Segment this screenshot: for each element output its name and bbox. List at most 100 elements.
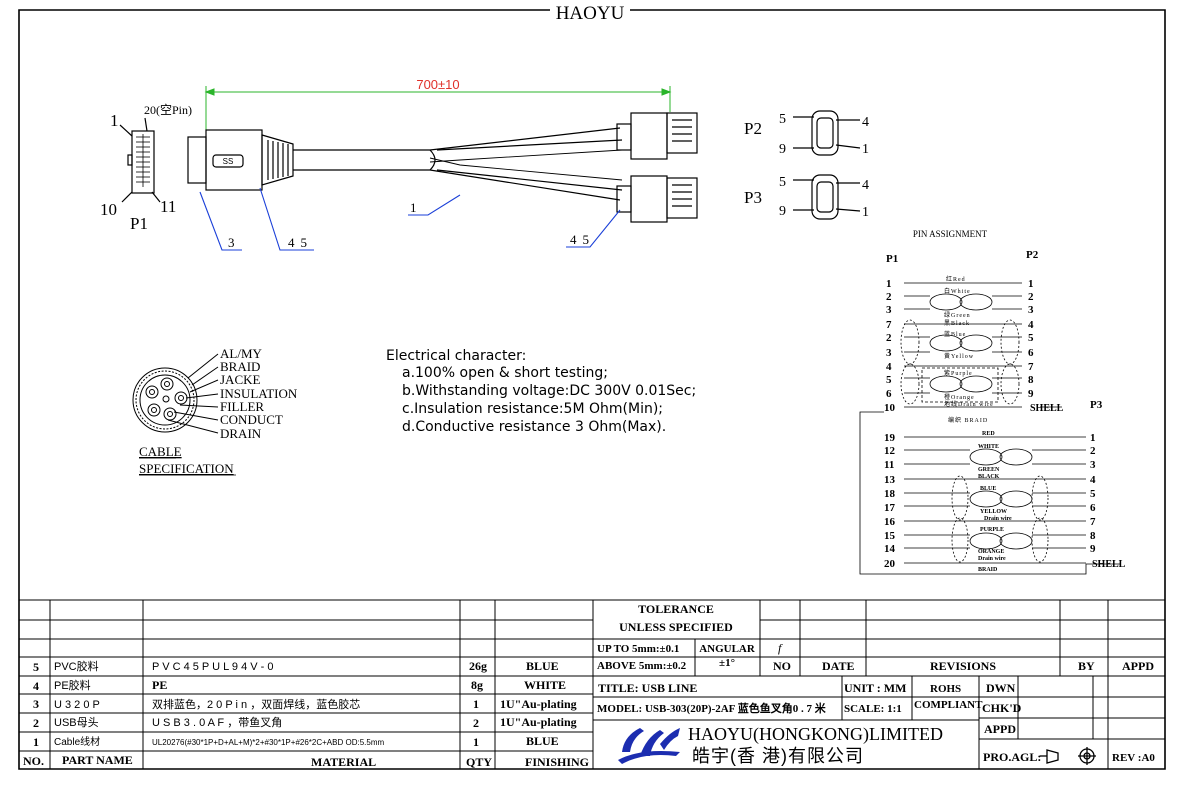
p1-connector xyxy=(119,117,161,203)
svg-text:黑Black: 黑Black xyxy=(944,320,970,327)
p2-pin9: 9 xyxy=(779,142,786,157)
svg-text:1U"Au-plating: 1U"Au-plating xyxy=(500,697,577,711)
title-block-text: TOLERANCE UNLESS SPECIFIED UP TO 5mm:±0.… xyxy=(597,602,1155,766)
electrical-title: Electrical character: xyxy=(386,348,526,364)
svg-text:Drain wire: Drain wire xyxy=(978,556,1006,562)
svg-text:UNIT : MM: UNIT : MM xyxy=(844,681,906,695)
pin-p1-header: P1 xyxy=(886,253,898,265)
svg-text:1: 1 xyxy=(1090,432,1096,444)
cable-spec-title-1: CABLE xyxy=(139,444,182,459)
cable-layer-braid: BRAID xyxy=(220,359,260,374)
callout-3: 3 xyxy=(228,235,235,250)
cable-layer-insulation: INSULATION xyxy=(220,386,298,401)
svg-text:ABOVE 5mm:±0.2: ABOVE 5mm:±0.2 xyxy=(597,660,687,672)
length-label: 700±10 xyxy=(416,77,459,92)
pin-assignment-title: PIN ASSIGNMENT xyxy=(913,229,988,239)
svg-text:CHK'D: CHK'D xyxy=(982,701,1022,715)
svg-text:PE: PE xyxy=(152,678,167,692)
company-logo xyxy=(618,728,680,764)
svg-text:U S B 3 . 0 A F ，带鱼叉角: U S B 3 . 0 A F ，带鱼叉角 xyxy=(152,715,282,729)
pin-upper-right-numbers: 1 2 3 4 5 6 7 8 9 xyxy=(1028,278,1034,400)
length-dimension xyxy=(204,86,672,132)
svg-text:1: 1 xyxy=(886,278,892,290)
usb-af-connector-p2 xyxy=(616,112,698,160)
electrical-item-b: b.Withstanding voltage:DC 300V 0.01Sec; xyxy=(402,383,696,399)
svg-text:YELLOW: YELLOW xyxy=(980,509,1007,515)
callout-1: 1 xyxy=(410,200,417,215)
svg-text:4: 4 xyxy=(33,679,39,693)
pin-lower-wire-labels: RED WHITE GREEN BLACK BLUE YELLOW Drain … xyxy=(978,431,1012,573)
svg-text:Cable线材: Cable线材 xyxy=(54,735,100,748)
svg-text:地线Drain wire: 地线Drain wire xyxy=(944,400,994,408)
svg-text:MATERIAL: MATERIAL xyxy=(311,755,376,769)
bom-table-grid xyxy=(19,599,594,769)
pin-lower-right-numbers: 1 2 3 4 5 6 7 8 9 xyxy=(1090,432,1096,555)
electrical-item-a: a.100% open & short testing; xyxy=(402,365,608,381)
p3-pin1: 1 xyxy=(862,205,869,220)
p1-pin10-label: 10 xyxy=(100,200,117,219)
svg-text:7: 7 xyxy=(886,319,892,331)
svg-text:BRAID: BRAID xyxy=(978,567,998,573)
svg-text:6: 6 xyxy=(1090,502,1096,514)
p2-pin4: 4 xyxy=(862,115,869,130)
svg-text:2: 2 xyxy=(1028,291,1034,303)
svg-text:BLUE: BLUE xyxy=(526,734,559,748)
title-block-grid xyxy=(593,599,1165,769)
svg-text:WHITE: WHITE xyxy=(524,678,566,692)
svg-text:Drain wire: Drain wire xyxy=(984,516,1012,522)
sheet-border xyxy=(18,9,1166,770)
svg-text:DWN: DWN xyxy=(986,681,1016,695)
svg-text:MODEL: USB-303(20P)-2AF 蓝色鱼叉角0: MODEL: USB-303(20P)-2AF 蓝色鱼叉角0 . 7 米 xyxy=(597,701,827,715)
svg-text:11: 11 xyxy=(884,459,894,471)
svg-text:7: 7 xyxy=(1028,361,1034,373)
svg-text:2: 2 xyxy=(33,716,39,730)
pin-upper-wire-labels: 红Red 白White 绿Green 黑Black 蓝Blue 黄Yellow … xyxy=(944,275,994,408)
bom-header: NO. PART NAME MATERIAL QTY FINISHING xyxy=(23,753,589,769)
svg-text:18: 18 xyxy=(884,488,896,500)
svg-text:绿Green: 绿Green xyxy=(944,311,971,319)
svg-text:蓝Blue: 蓝Blue xyxy=(944,330,966,338)
svg-text:PART NAME: PART NAME xyxy=(62,753,133,767)
cable-layer-jacke: JACKE xyxy=(220,372,261,387)
svg-text:BY: BY xyxy=(1078,659,1095,673)
svg-text:UNLESS SPECIFIED: UNLESS SPECIFIED xyxy=(619,620,733,634)
svg-text:1: 1 xyxy=(473,735,479,749)
cable-layer-conduct: CONDUCT xyxy=(220,412,283,427)
svg-text:5: 5 xyxy=(1028,332,1034,344)
svg-text:REVISIONS: REVISIONS xyxy=(930,659,996,673)
svg-text:4: 4 xyxy=(1028,319,1034,331)
svg-text:WHITE: WHITE xyxy=(978,444,999,450)
pin-p3-header: P3 xyxy=(1090,399,1103,411)
svg-text:QTY: QTY xyxy=(466,755,492,769)
svg-text:皓宇(香 港)有限公司: 皓宇(香 港)有限公司 xyxy=(692,746,864,766)
callout-45-left: 45 xyxy=(288,235,313,250)
svg-text:5: 5 xyxy=(33,660,39,674)
p3-pin9: 9 xyxy=(779,204,786,219)
svg-text:HAOYU(HONGKONG)LIMITED: HAOYU(HONGKONG)LIMITED xyxy=(688,724,943,745)
callout-45-right: 45 xyxy=(570,232,595,247)
p1-pin1-label: 1 xyxy=(110,111,119,130)
header-title: HAOYU xyxy=(556,3,625,24)
svg-text:UP TO 5mm:±0.1: UP TO 5mm:±0.1 xyxy=(597,643,679,655)
projection-angle-icon xyxy=(1040,747,1096,765)
svg-text:P V C 4 5 P U L 9 4 V - 0: P V C 4 5 P U L 9 4 V - 0 xyxy=(152,661,273,673)
pin-lower-left-numbers: 19 12 11 13 18 17 16 15 14 20 xyxy=(884,432,896,570)
svg-text:ROHS: ROHS xyxy=(930,683,961,695)
svg-text:f: f xyxy=(778,641,783,655)
bom-rows: 5 PVC胶料 P V C 4 5 P U L 9 4 V - 0 26g BL… xyxy=(33,659,577,749)
svg-text:20: 20 xyxy=(884,558,896,570)
svg-text:PE胶料: PE胶料 xyxy=(54,678,91,692)
p2-pin5: 5 xyxy=(779,112,786,127)
svg-text:FINISHING: FINISHING xyxy=(525,755,589,769)
svg-text:26g: 26g xyxy=(469,659,487,673)
svg-text:6: 6 xyxy=(886,388,892,400)
svg-text:3: 3 xyxy=(1028,304,1034,316)
p1-housing xyxy=(187,129,294,191)
p3-end-view xyxy=(793,174,861,220)
svg-text:RED: RED xyxy=(982,431,995,437)
pin-p2-header: P2 xyxy=(1026,249,1039,261)
svg-text:紫Purple: 紫Purple xyxy=(944,369,973,377)
cable-spec-title-2: SPECIFICATION xyxy=(139,461,234,476)
p1-pin20-label: 20(空Pin) xyxy=(144,103,192,117)
svg-text:9: 9 xyxy=(1028,388,1034,400)
